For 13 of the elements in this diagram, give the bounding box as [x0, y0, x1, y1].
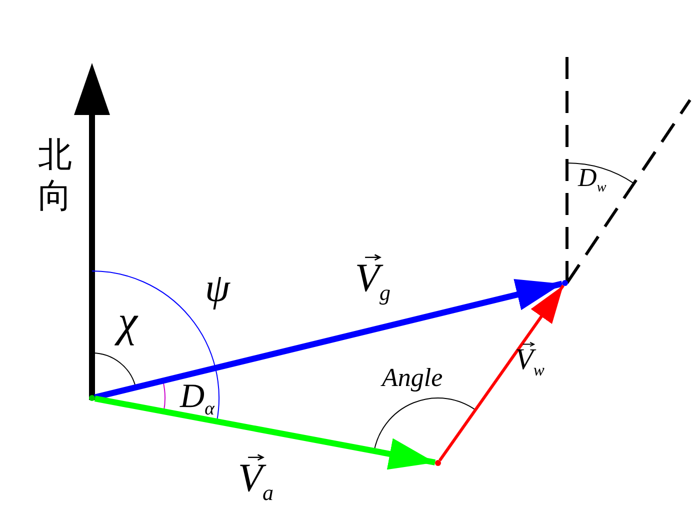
edge-label: V$_{a}$: [238, 458, 274, 504]
angle-label: D$_{w}$: [578, 165, 606, 196]
edge-label: V$_{w}$: [515, 345, 544, 380]
vector-arrow: [94, 396, 436, 470]
angle-label: Angle: [382, 365, 443, 391]
angle-label: D$_{α}$: [180, 380, 214, 420]
axis-label: 北向: [38, 135, 72, 217]
vector-arrow: [94, 279, 563, 400]
vertex-point: [562, 280, 568, 286]
vertex-point: [435, 460, 441, 466]
vector-arrow: [438, 284, 564, 462]
angle-label: ψ: [205, 268, 230, 308]
edge-label: V$_{g}$: [355, 258, 390, 304]
